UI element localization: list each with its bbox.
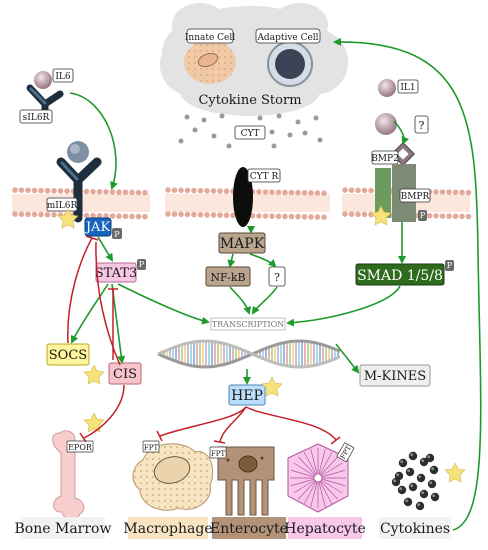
mapk-label: MAPK	[220, 236, 265, 252]
bmp2-label: BMP2	[371, 154, 399, 164]
il6-bound-ligand	[67, 141, 89, 163]
transcription-label: TRANSCRIPTION	[212, 320, 284, 329]
mapk-box	[218, 232, 266, 254]
hepatocyte-cell	[287, 443, 349, 513]
mapk-unknown-label: ?	[274, 271, 280, 284]
star-icon	[370, 205, 392, 226]
il1-label: IL1	[400, 83, 415, 93]
mkines-box	[359, 364, 431, 387]
star-icon	[57, 208, 79, 229]
cyt-particles	[178, 113, 323, 149]
smad-phospho: P	[447, 261, 453, 270]
smad-box	[355, 263, 445, 286]
adaptive-cell	[267, 41, 313, 87]
hepatocyte-label: Hepatocyte	[284, 521, 366, 537]
mil6r-label: mIL6R	[47, 201, 78, 211]
cis-label: CIS	[113, 367, 137, 382]
hep-box	[228, 384, 266, 406]
cytokine-storm-title: Cytokine Storm	[198, 93, 301, 108]
enterocyte-cell	[217, 446, 275, 516]
nfkb-label: NF-kB	[210, 271, 245, 284]
macrophage-label: Macrophage	[123, 521, 212, 537]
hep-label: HEP	[231, 388, 263, 404]
macrophage-cell	[132, 443, 214, 511]
cyt-r-label: CYT R	[250, 172, 279, 182]
il1-ligand	[378, 79, 396, 97]
mkines-label: M-KINES	[364, 369, 426, 384]
star-icon	[261, 376, 283, 397]
cyt-receptor	[233, 167, 253, 227]
activation-arrows	[69, 37, 482, 531]
bone-marrow-label: Bone Marrow	[15, 521, 112, 537]
innate-cell-label: Innate Cell	[185, 33, 235, 43]
adaptive-cell-label: Adaptive Cell	[256, 33, 318, 43]
cytokines-label: Cytokines	[380, 521, 450, 537]
jak-phospho: P	[114, 230, 120, 239]
epor-label: EPOR	[68, 443, 93, 452]
bmpr-label: BMPR	[401, 192, 430, 202]
stat3-box	[95, 262, 137, 283]
stat3-phospho: P	[139, 260, 145, 269]
star-icon	[83, 412, 105, 433]
enterocyte-label: Enterocyte	[210, 521, 288, 537]
il1-unknown-label: ?	[419, 119, 425, 132]
socs-box	[46, 343, 90, 366]
sil6r-label: sIL6R	[23, 113, 50, 123]
star-icon	[444, 462, 466, 483]
star-icon	[83, 364, 105, 385]
innate-cell	[184, 40, 236, 84]
il1-second-ligand	[375, 113, 397, 135]
star-icons	[57, 205, 466, 483]
inhibition-lines	[67, 235, 341, 445]
bone-marrow-bone	[52, 430, 85, 520]
stat3-label: STAT3	[95, 266, 138, 281]
il6-ligand	[34, 71, 52, 89]
jak-label: JAK	[84, 220, 111, 235]
socs-label: SOCS	[49, 348, 87, 363]
jak-box	[84, 217, 112, 237]
dna-helix	[157, 339, 341, 369]
cyt-label: CYT	[241, 129, 260, 139]
il6-label: IL6	[55, 72, 71, 82]
cytokines-cluster	[391, 451, 440, 511]
fpt-enterocyte-label: FPT	[211, 450, 226, 458]
fpt-macrophage-label: FPT	[144, 444, 159, 452]
smad-label: SMAD 1/5/8	[357, 268, 443, 284]
bmpr-phospho: P	[420, 211, 426, 220]
